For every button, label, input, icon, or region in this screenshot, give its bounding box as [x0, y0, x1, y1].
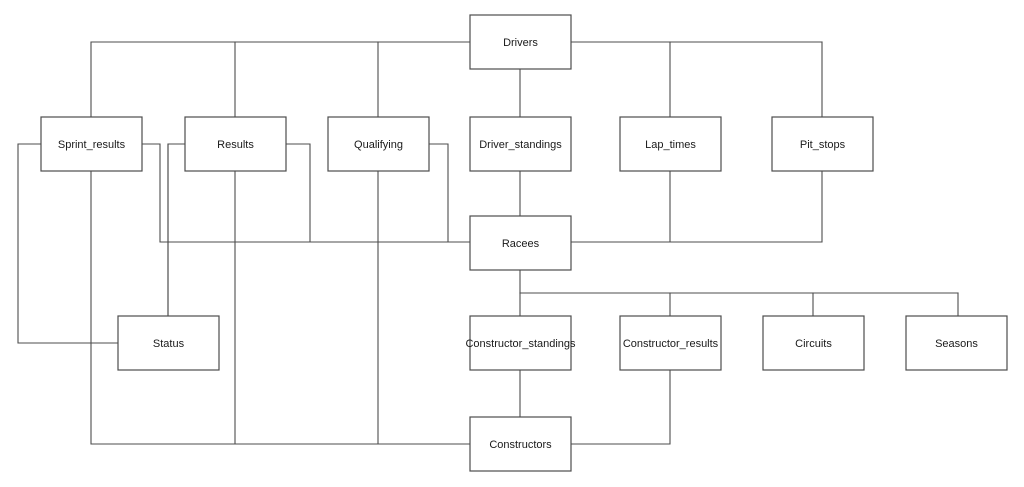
edge-constructor_results-constructors	[570, 369, 671, 445]
node-label-drivers: Drivers	[503, 37, 538, 49]
node-box-driver_standings[interactable]	[469, 116, 572, 172]
node-label-pit_stops: Pit_stops	[800, 139, 846, 151]
edge-results-status	[167, 143, 186, 344]
node-box-constructors[interactable]	[469, 416, 572, 472]
node-constructors[interactable]: Constructors	[469, 416, 572, 472]
node-box-circuits[interactable]	[762, 315, 865, 371]
edge-constructors-sprint_results	[90, 170, 471, 445]
node-pit_stops[interactable]: Pit_stops	[771, 116, 874, 172]
node-label-seasons: Seasons	[935, 338, 978, 350]
edge-qualifying-racees	[428, 143, 449, 243]
node-constructor_results[interactable]: Constructor_results	[619, 315, 722, 371]
edge-sprint_results-status	[17, 143, 119, 344]
node-racees[interactable]: Racees	[469, 215, 572, 271]
node-circuits[interactable]: Circuits	[762, 315, 865, 371]
node-box-drivers[interactable]	[469, 14, 572, 70]
node-box-results[interactable]	[184, 116, 287, 172]
edge-layer	[17, 41, 959, 445]
node-constructor_standings[interactable]: Constructor_standings	[465, 315, 576, 371]
node-box-constructor_results[interactable]	[619, 315, 722, 371]
edge-lap_times-racees	[570, 170, 671, 243]
node-label-status: Status	[153, 338, 185, 350]
edge-results-racees	[285, 143, 311, 243]
node-label-constructor_results: Constructor_results	[623, 338, 719, 350]
node-box-seasons[interactable]	[905, 315, 1008, 371]
node-box-constructor_standings[interactable]	[469, 315, 572, 371]
node-label-sprint_results: Sprint_results	[58, 139, 126, 151]
node-drivers[interactable]: Drivers	[469, 14, 572, 70]
node-qualifying[interactable]: Qualifying	[327, 116, 430, 172]
node-results[interactable]: Results	[184, 116, 287, 172]
node-label-circuits: Circuits	[795, 338, 832, 350]
node-label-lap_times: Lap_times	[645, 139, 696, 151]
node-label-driver_standings: Driver_standings	[479, 139, 562, 151]
edge-drivers-sprint_results	[90, 41, 471, 118]
node-label-results: Results	[217, 139, 254, 151]
node-label-constructors: Constructors	[489, 439, 552, 451]
edge-pit_stops-racees	[570, 170, 823, 243]
node-seasons[interactable]: Seasons	[905, 315, 1008, 371]
node-sprint_results[interactable]: Sprint_results	[40, 116, 143, 172]
node-box-pit_stops[interactable]	[771, 116, 874, 172]
node-label-qualifying: Qualifying	[354, 139, 403, 151]
node-box-sprint_results[interactable]	[40, 116, 143, 172]
node-box-racees[interactable]	[469, 215, 572, 271]
node-lap_times[interactable]: Lap_times	[619, 116, 722, 172]
node-box-status[interactable]	[117, 315, 220, 371]
node-box-qualifying[interactable]	[327, 116, 430, 172]
node-label-racees: Racees	[502, 238, 540, 250]
node-status[interactable]: Status	[117, 315, 220, 371]
edge-sprint_results-racees	[141, 143, 471, 243]
node-box-lap_times[interactable]	[619, 116, 722, 172]
node-driver_standings[interactable]: Driver_standings	[469, 116, 572, 172]
node-label-constructor_standings: Constructor_standings	[465, 338, 576, 350]
